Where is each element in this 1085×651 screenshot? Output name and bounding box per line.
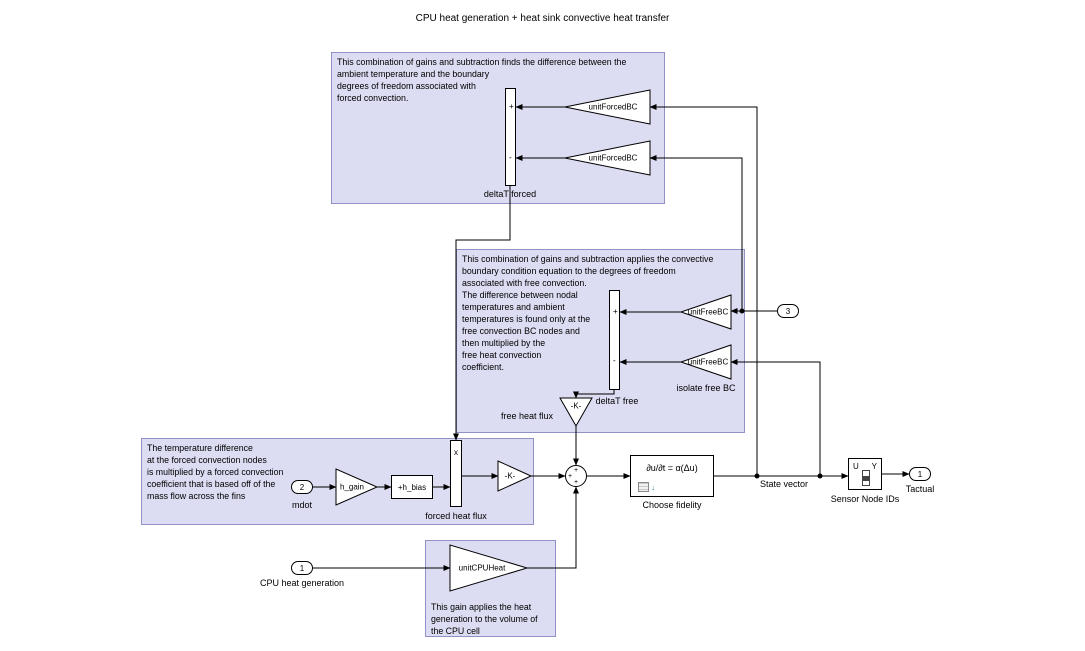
gain-free-flux-text: -K- xyxy=(570,401,582,411)
label-free-heat-flux: free heat flux xyxy=(500,411,554,421)
wire-state-to-freebc-bottom[interactable] xyxy=(730,359,821,476)
sum-main-bottom-sign: + xyxy=(574,479,579,486)
junction-dot-ambient[interactable] xyxy=(739,308,745,314)
inport-ambient[interactable]: 3 xyxy=(777,304,799,318)
gain-unitforcedbc-bottom-text: unitForcedBC xyxy=(588,153,638,163)
pde-equation: ∂u/∂t = α(Δu) xyxy=(646,463,698,473)
choose-fidelity-block[interactable]: ∂u/∂t = α(Δu) ↓ xyxy=(630,455,714,497)
sum-main-left-sign: + xyxy=(568,473,573,480)
label-cpu-heat-generation: CPU heat generation xyxy=(259,578,345,588)
gain-unitfreebc-top-text: unitFreeBC xyxy=(687,307,729,317)
wire-ambient-to-forcedbc-bottom[interactable] xyxy=(649,155,743,311)
variant-stack-icon xyxy=(638,482,649,492)
gain-forced-flux-text: -K- xyxy=(504,471,516,481)
sum-free-plus-sign: + xyxy=(613,307,618,316)
label-forced-heat-flux: forced heat flux xyxy=(425,511,487,521)
label-isolate-free-bc: isolate free BC xyxy=(676,383,736,393)
gain-unitforcedbc-top[interactable] xyxy=(564,89,651,125)
gain-unitcpuheat-text: unitCPUHeat xyxy=(458,563,506,573)
wire-sumfree-to-freeflux-gain[interactable] xyxy=(573,390,615,399)
product-symbol: x xyxy=(454,448,458,457)
sum-forced-plus-sign: + xyxy=(509,102,514,111)
gain-unitforcedbc-top-text: unitForcedBC xyxy=(588,102,638,112)
label-sensor-node-ids: Sensor Node IDs xyxy=(830,494,900,504)
label-state-vector: State vector xyxy=(759,479,809,489)
annotation-forced-convection[interactable]: This combination of gains and subtractio… xyxy=(331,52,665,204)
sum-main-top-sign: + xyxy=(574,467,579,474)
selector-icon xyxy=(862,470,870,486)
bias-block[interactable]: +h_bias xyxy=(391,475,433,499)
gain-unitforcedbc-bottom[interactable] xyxy=(564,140,651,176)
gain-free-heat-flux[interactable] xyxy=(559,397,593,428)
sum-deltat-forced[interactable]: + - xyxy=(505,88,516,186)
junction-dot-state-1[interactable] xyxy=(754,473,760,479)
annotation-free-convection[interactable]: This combination of gains and subtractio… xyxy=(456,249,745,433)
junction-dot-state-2[interactable] xyxy=(817,473,823,479)
label-deltat-forced: deltaT forced xyxy=(483,189,537,199)
wire-state-to-forcedbc-top[interactable] xyxy=(649,104,758,476)
gain-unitfreebc-bottom[interactable] xyxy=(679,344,732,380)
inport-cpu-heat[interactable]: 1 xyxy=(291,561,313,575)
label-tactual: Tactual xyxy=(905,484,935,494)
gain-forced-heat-flux[interactable] xyxy=(497,460,533,492)
label-deltat-free: deltaT free xyxy=(595,396,639,406)
label-mdot: mdot xyxy=(291,500,313,510)
gain-h-text: h_gain xyxy=(339,482,365,492)
model-title[interactable]: CPU heat generation + heat sink convecti… xyxy=(415,13,670,24)
sum-main[interactable]: + + + xyxy=(565,465,587,487)
outport-tactual[interactable]: 1 xyxy=(909,467,931,481)
wire-cpugain-to-sum[interactable] xyxy=(527,486,579,569)
label-choose-fidelity: Choose fidelity xyxy=(642,500,702,510)
sum-forced-minus-sign: - xyxy=(509,153,512,162)
variant-arrow-icon: ↓ xyxy=(651,483,655,492)
selector-block[interactable]: U Y xyxy=(848,458,882,490)
sum-free-minus-sign: - xyxy=(613,356,616,365)
gain-h-gain[interactable] xyxy=(335,468,379,506)
inport-mdot[interactable]: 2 xyxy=(291,480,313,494)
variant-icon: ↓ xyxy=(638,482,655,492)
selector-icon-cell xyxy=(863,476,869,481)
product-block[interactable]: x xyxy=(450,440,462,507)
gain-unitfreebc-bottom-text: unitFreeBC xyxy=(687,357,729,367)
selector-y-label: Y xyxy=(871,462,877,471)
wire-sumforced-to-product[interactable] xyxy=(453,186,511,441)
selector-u-label: U xyxy=(853,462,859,471)
gain-unitcpuheat[interactable] xyxy=(449,544,529,592)
annotation-cpu-gain[interactable]: This gain applies the heat generation to… xyxy=(425,540,556,637)
gain-unitfreebc-top[interactable] xyxy=(679,294,732,330)
sum-deltat-free[interactable]: + - xyxy=(609,290,620,390)
